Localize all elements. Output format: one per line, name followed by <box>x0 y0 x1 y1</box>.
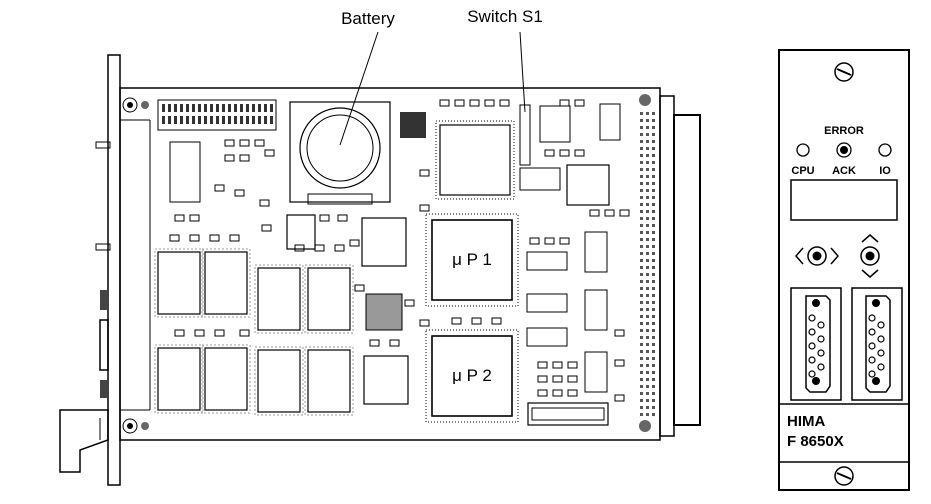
microprocessor-2 <box>431 335 513 417</box>
vertical-selector-icon <box>860 234 880 278</box>
pin-header <box>162 104 273 124</box>
screw-top <box>834 62 854 82</box>
switch-label: Switch S1 <box>467 7 543 26</box>
ack-led <box>836 142 852 158</box>
model-label: F 8650X <box>787 433 844 450</box>
io-led <box>878 143 892 157</box>
passive-components <box>169 99 630 402</box>
sub-d-connector-right <box>851 287 903 401</box>
sub-d-connector-left <box>790 287 842 401</box>
battery-label: Battery <box>341 9 395 28</box>
microprocessor-1-label: μ P 1 <box>452 250 492 269</box>
battery-leader-line <box>339 31 379 146</box>
backplane-pin-field <box>640 112 655 416</box>
top-chip <box>439 124 511 196</box>
cpu-label: CPU <box>791 165 814 177</box>
brand-label: HIMA <box>787 413 825 430</box>
battery-holder <box>289 101 391 203</box>
horizontal-selector-icon <box>795 246 839 266</box>
circuit-board: μ P 1 μ P 2 <box>59 54 701 486</box>
front-panel: ERROR CPU ACK IO <box>778 49 910 491</box>
cpu-led <box>796 143 810 157</box>
microprocessor-1 <box>431 219 513 301</box>
memory-chips <box>154 248 354 416</box>
ack-label: ACK <box>832 165 856 177</box>
microprocessor-2-label: μ P 2 <box>452 366 492 385</box>
error-label: ERROR <box>824 125 864 137</box>
display-window <box>790 179 898 221</box>
switch-s1 <box>519 104 531 166</box>
switch-leader-line <box>519 31 526 113</box>
screw-bottom <box>834 466 854 486</box>
battery-cell <box>299 107 381 189</box>
io-label: IO <box>879 165 891 177</box>
